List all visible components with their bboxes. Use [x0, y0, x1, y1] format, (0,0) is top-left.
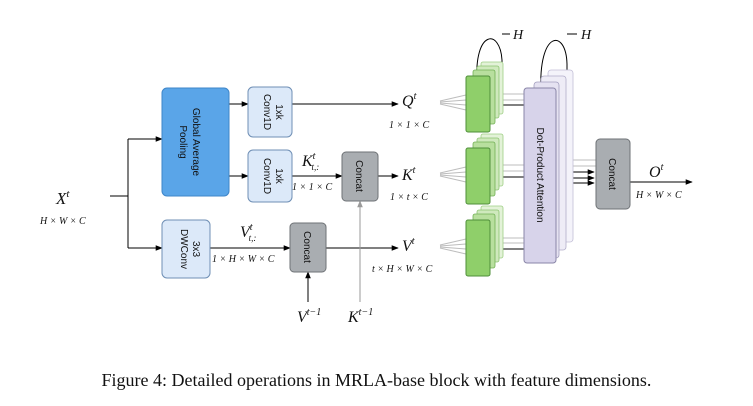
- dot-product-label: Dot-Product Attention: [534, 127, 545, 222]
- h-loop-2: [540, 39, 568, 93]
- concat-k-label: Concat: [353, 160, 364, 192]
- k-head-stack: [465, 133, 504, 205]
- h-loop-1: [476, 38, 503, 83]
- conv1d-k-line1: 1xk: [273, 168, 284, 185]
- o-dim: H × W × C: [635, 190, 682, 201]
- dwconv-line2: DWConv: [178, 229, 189, 269]
- q-head-stack: [465, 61, 504, 133]
- v-label: Vt: [402, 236, 415, 255]
- k-dim: 1 × t × C: [390, 192, 428, 203]
- vtc-dim: 1 × H × W × C: [212, 254, 275, 265]
- h-label-2: H: [580, 28, 592, 43]
- concat-k-block: Concat: [341, 151, 379, 202]
- concat-out-label: Concat: [606, 158, 617, 190]
- concat-v-block: Concat: [289, 222, 327, 273]
- ktc-dim: 1 × 1 × C: [292, 182, 332, 193]
- concat-v-label: Concat: [301, 231, 312, 263]
- mrla-diagram: Global Average Pooling 1xk Conv1D 1xk Co…: [39, 28, 693, 326]
- dot-product-attention-block: Dot-Product Attention: [523, 69, 574, 264]
- v-dim: t × H × W × C: [372, 264, 433, 275]
- conv1d-k-line2: Conv1D: [261, 158, 272, 194]
- o-label: Ot: [649, 162, 664, 181]
- connections: [110, 33, 693, 302]
- gap-label-line1: Global Average: [190, 108, 201, 177]
- q-dim: 1 × 1 × C: [389, 120, 429, 131]
- conv1d-q-line1: 1xk: [273, 104, 284, 121]
- gap-block: Global Average Pooling: [161, 87, 230, 197]
- dwconv-block: 3x3 DWConv: [161, 219, 211, 279]
- x-in-label: Xt: [55, 188, 70, 208]
- v-head-stack: [465, 205, 504, 277]
- conv1d-q-line2: Conv1D: [261, 94, 272, 130]
- concat-out-block: Concat: [595, 138, 631, 210]
- figure-caption: Figure 4: Detailed operations in MRLA-ba…: [101, 370, 652, 390]
- conv1d-q-block: 1xk Conv1D: [247, 86, 293, 138]
- q-label: Qt: [402, 91, 417, 110]
- vprev-label: Vt−1: [297, 307, 321, 326]
- dwconv-line1: 3x3: [190, 241, 201, 258]
- gap-label-line2: Pooling: [177, 125, 188, 158]
- kprev-label: Kt−1: [347, 307, 373, 326]
- k-label: Kt: [401, 165, 416, 184]
- conv1d-k-block: 1xk Conv1D: [247, 149, 293, 203]
- x-in-dim: H × W × C: [39, 216, 86, 227]
- h-label-1: H: [512, 28, 524, 43]
